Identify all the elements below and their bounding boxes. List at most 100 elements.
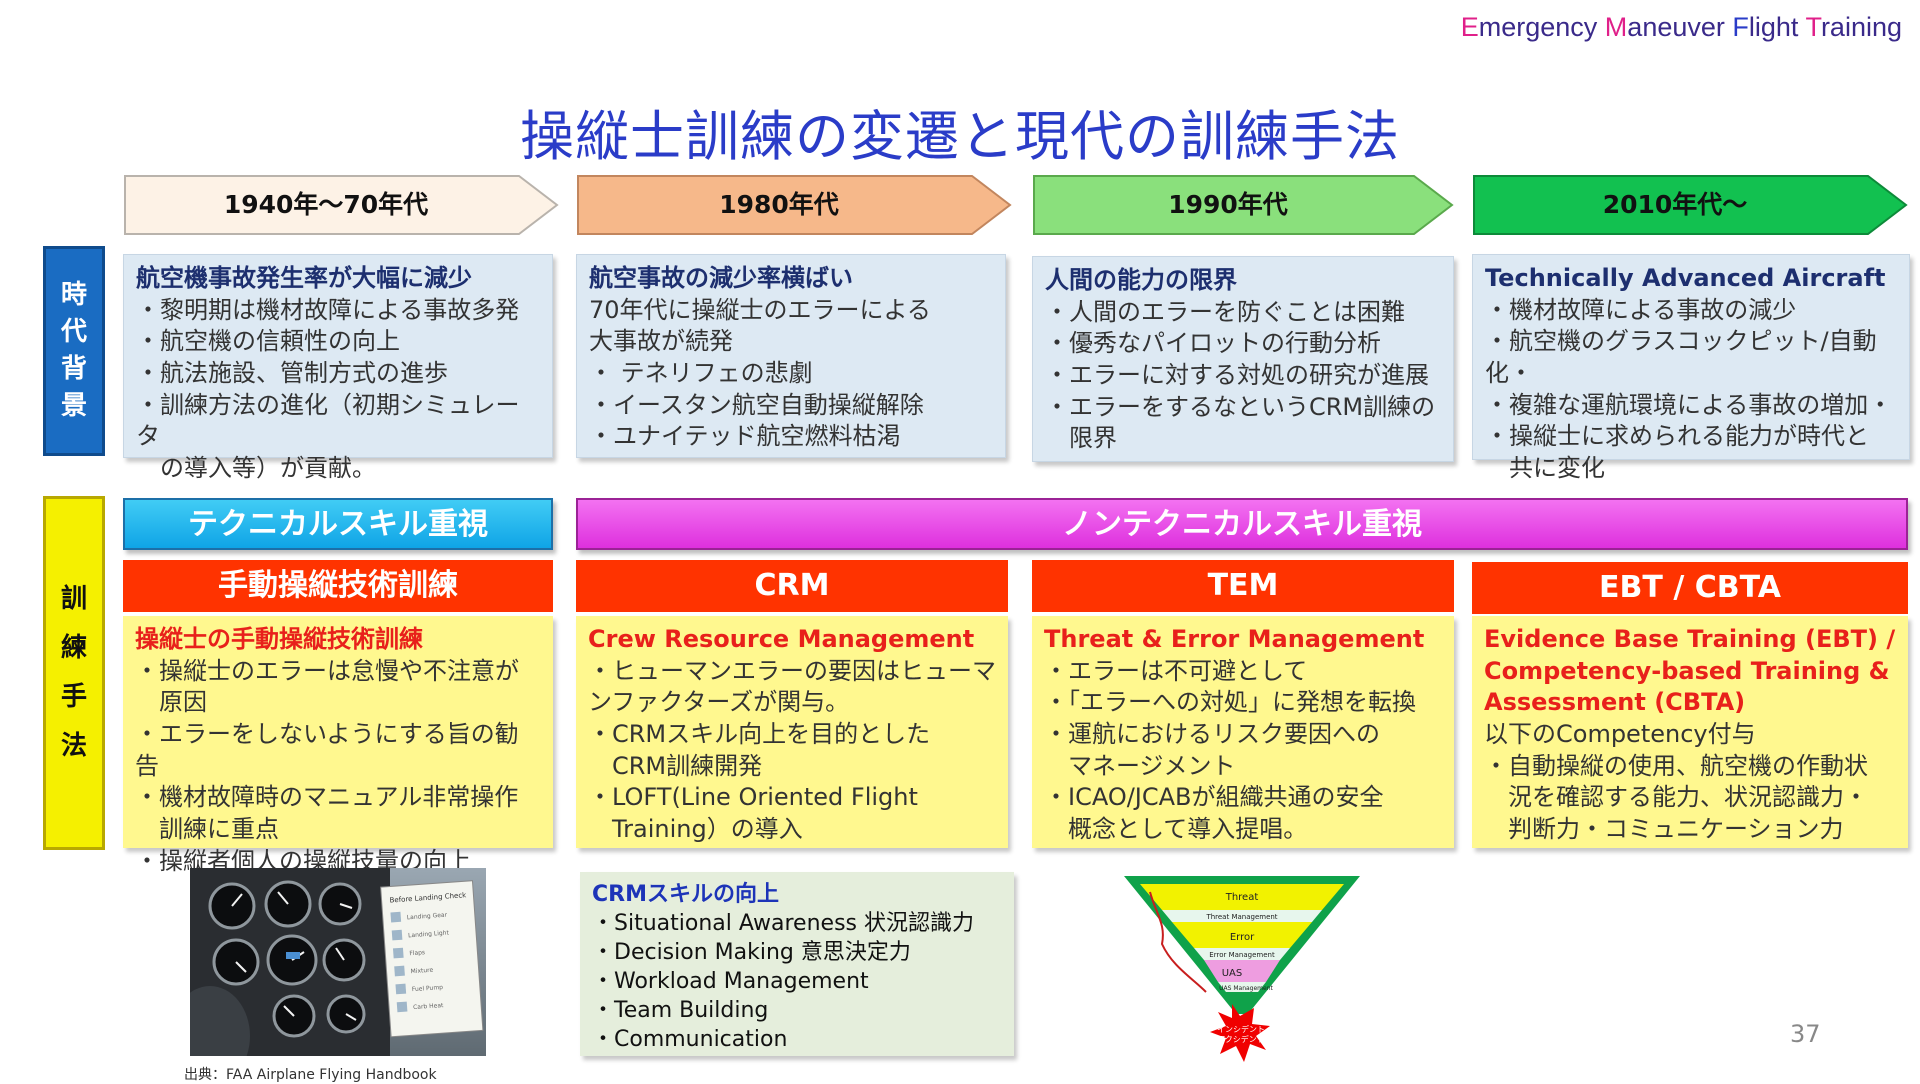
era-arrow-1980s: 1980年代 bbox=[576, 174, 1012, 236]
method-line: ・ヒューマンエラーの要因はヒューマ bbox=[588, 656, 996, 685]
era-label: 1980年代 bbox=[719, 190, 839, 219]
box-line: ・エラーに対する対処の研究が進展 bbox=[1045, 361, 1429, 390]
method-title-manual: 手動操縦技術訓練 bbox=[123, 560, 553, 612]
checklist-item: Landing Light bbox=[408, 929, 450, 939]
method-line: 訓練に重点 bbox=[135, 815, 279, 844]
era-arrow-1940s: 1940年～70年代 bbox=[123, 174, 559, 236]
box-line: の導入等）が貢献。 bbox=[136, 454, 376, 483]
method-line: ・「エラーへの対処」に発想を転換 bbox=[1044, 688, 1416, 717]
era-label: 2010年代～ bbox=[1602, 190, 1748, 219]
method-heading: 操縦士の手動操縦技術訓練 bbox=[135, 625, 423, 653]
method-title-tem: TEM bbox=[1032, 560, 1454, 612]
method-box-crm: Crew Resource Management ・ヒューマンエラーの要因はヒュ… bbox=[576, 616, 1008, 848]
era-arrow-2010s: 2010年代～ bbox=[1472, 174, 1908, 236]
method-line: ・操縦士のエラーは怠慢や不注意が bbox=[135, 656, 519, 685]
box-line: ・黎明期は機材故障による事故多発 bbox=[136, 295, 520, 324]
background-box-1990s: 人間の能力の限界 ・人間のエラーを防ぐことは困難 ・優秀なパイロットの行動分析 … bbox=[1032, 256, 1454, 462]
method-line: ・エラーは不可避として bbox=[1044, 656, 1308, 685]
nontechnical-skill-banner: ノンテクニカルスキル重視 bbox=[576, 498, 1908, 550]
method-line: Training）の導入 bbox=[588, 815, 803, 844]
box-heading: 航空事故の減少率横ばい bbox=[589, 264, 853, 292]
box-line: ・ テネリフェの悲劇 bbox=[589, 359, 813, 388]
brand-word-3: light bbox=[1748, 12, 1799, 42]
method-line: 況を確認する能力、状況認識力・ bbox=[1484, 783, 1868, 812]
era-arrow-1990s: 1990年代 bbox=[1032, 174, 1454, 236]
era-label: 1990年代 bbox=[1168, 190, 1288, 219]
checklist-item: Mixture bbox=[410, 967, 433, 976]
background-box-1940s: 航空機事故発生率が大幅に減少 ・黎明期は機材故障による事故多発 ・航空機の信頼性… bbox=[123, 254, 553, 482]
method-line: CRM訓練開発 bbox=[588, 751, 763, 780]
arrow-shape bbox=[1033, 175, 1454, 235]
brand-initial-e: E bbox=[1460, 12, 1479, 42]
method-heading: Assessment (CBTA) bbox=[1484, 688, 1746, 717]
checklist-item: Fuel Pump bbox=[412, 984, 444, 993]
photo-source-caption: 出典：FAA Airplane Flying Handbook bbox=[184, 1067, 437, 1083]
crm-skill-item: ・Situational Awareness 状況認識力 bbox=[592, 911, 974, 937]
era-label: 1940年～70年代 bbox=[223, 190, 429, 219]
tem-burst-label: アクシデント bbox=[1217, 1034, 1265, 1044]
box-heading: Technically Advanced Aircraft bbox=[1485, 264, 1886, 292]
box-heading: 航空機事故発生率が大幅に減少 bbox=[136, 264, 472, 292]
box-line: ・操縦士に求められる能力が時代と bbox=[1485, 422, 1869, 451]
tem-pyramid-svg: Threat Threat Management Error Error Man… bbox=[1124, 876, 1360, 1062]
method-heading: Crew Resource Management bbox=[588, 625, 975, 653]
box-line: ・ユナイテッド航空燃料枯渇 bbox=[589, 422, 901, 451]
crm-skill-item: ・Decision Making 意思決定力 bbox=[592, 940, 911, 966]
method-title-crm: CRM bbox=[576, 560, 1008, 612]
arrow-shape bbox=[124, 175, 559, 235]
method-line: ・ICAO/JCABが組織共通の安全 bbox=[1044, 783, 1384, 812]
method-line: マネージメント bbox=[1044, 751, 1236, 780]
side-char: 時 bbox=[60, 279, 87, 310]
method-title-ebt: EBT / CBTA bbox=[1472, 562, 1908, 614]
box-line: ・航法施設、管制方式の進歩 bbox=[136, 359, 448, 388]
method-line: ・運航におけるリスク要因への bbox=[1044, 720, 1380, 749]
method-line: 原因 bbox=[135, 688, 207, 717]
side-char: 代 bbox=[60, 316, 87, 347]
box-line: ・エラーをするなというCRM訓練の bbox=[1045, 392, 1436, 421]
checklist-item: Carb Heat bbox=[413, 1002, 444, 1011]
box-heading: 人間の能力の限界 bbox=[1045, 266, 1237, 294]
side-char: 練 bbox=[60, 632, 87, 663]
method-box-tem: Threat & Error Management ・エラーは不可避として ・「… bbox=[1032, 616, 1454, 848]
box-line: ・複雑な運航環境による事故の増加・ bbox=[1485, 390, 1893, 419]
background-box-1980s: 航空事故の減少率横ばい 70年代に操縦士のエラーによる 大事故が続発 ・ テネリ… bbox=[576, 254, 1006, 458]
method-box-ebt: Evidence Base Training (EBT) / Competenc… bbox=[1472, 616, 1908, 848]
box-line: ・航空機のグラスコックピット/自動化・ bbox=[1485, 327, 1877, 388]
brand-word-4: raining bbox=[1820, 12, 1902, 42]
tem-burst-label: インシデント bbox=[1217, 1024, 1265, 1034]
checklist-item: Landing Gear bbox=[407, 912, 448, 922]
side-char: 背 bbox=[60, 354, 87, 384]
tem-level: Error Management bbox=[1209, 951, 1275, 959]
brand-word-1: mergency bbox=[1478, 12, 1598, 42]
page-title: 操縦士訓練の変遷と現代の訓練手法 bbox=[520, 105, 1400, 168]
crm-skill-item: ・Team Building bbox=[592, 998, 769, 1024]
cockpit-illustration: Before Landing Check Landing Gear Landin… bbox=[190, 868, 486, 1056]
side-char: 法 bbox=[60, 731, 87, 762]
technical-skill-banner: テクニカルスキル重視 bbox=[123, 498, 553, 550]
box-line: 限界 bbox=[1045, 424, 1117, 453]
crm-skill-item: ・Communication bbox=[592, 1027, 788, 1053]
box-line: 大事故が続発 bbox=[589, 327, 733, 356]
box-line: ・優秀なパイロットの行動分析 bbox=[1045, 329, 1381, 358]
crm-skills-heading: CRMスキルの向上 bbox=[592, 882, 779, 907]
method-box-manual: 操縦士の手動操縦技術訓練 ・操縦士のエラーは怠慢や不注意が 原因 ・エラーをしな… bbox=[123, 616, 553, 875]
side-char: 手 bbox=[60, 682, 87, 712]
checklist-item: Flaps bbox=[409, 949, 425, 957]
side-label-methods: 訓 練 手 法 bbox=[43, 496, 105, 850]
cockpit-photo: Before Landing Check Landing Gear Landin… bbox=[190, 868, 486, 1056]
method-heading: Competency-based Training & bbox=[1484, 656, 1890, 685]
brand-word-2: aneuver bbox=[1627, 12, 1725, 42]
side-char: 景 bbox=[60, 391, 87, 422]
crm-skill-item: ・Workload Management bbox=[592, 969, 869, 995]
box-line: 70年代に操縦士のエラーによる bbox=[589, 295, 931, 324]
box-line: ・機材故障による事故の減少 bbox=[1485, 295, 1797, 324]
tem-pyramid-diagram: Threat Threat Management Error Error Man… bbox=[1122, 874, 1362, 1068]
method-line: 判断力・コミュニケーション力 bbox=[1484, 815, 1844, 844]
method-heading: Evidence Base Training (EBT) / bbox=[1484, 625, 1896, 653]
method-line: 概念として導入提唱。 bbox=[1044, 815, 1308, 844]
tem-level: Error bbox=[1230, 932, 1255, 943]
brand-title: Emergency Maneuver Flight Training bbox=[1461, 12, 1902, 43]
arrow-shape bbox=[577, 175, 1012, 235]
box-line: ・訓練方法の進化（初期シミュレータ bbox=[136, 390, 520, 451]
box-line: ・イースタン航空自動操縦解除 bbox=[589, 390, 924, 419]
